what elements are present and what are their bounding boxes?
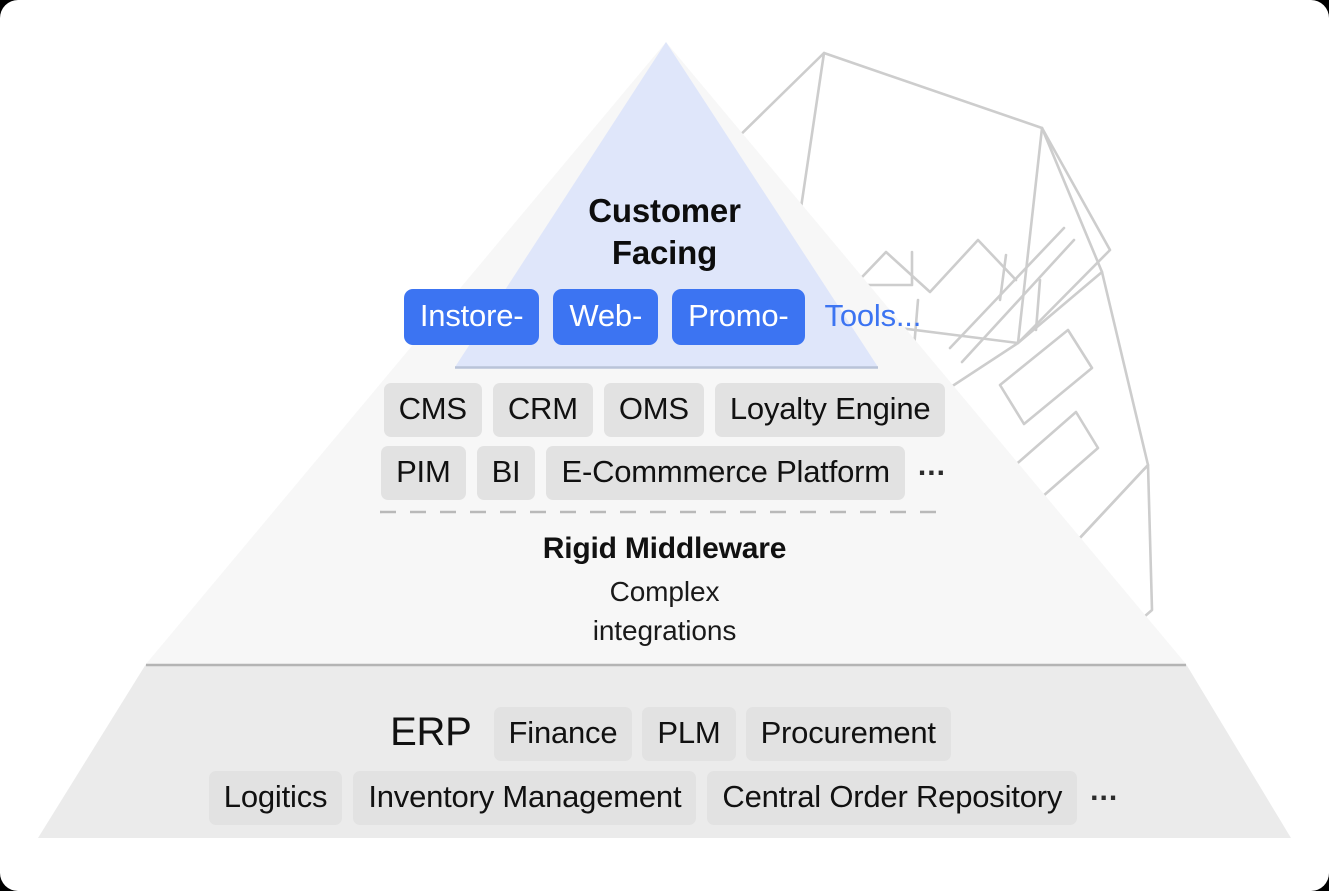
middleware-apps-row-2: PIM BI E-Commmerce Platform ...: [0, 446, 1329, 500]
app-chip-ecommerce-platform[interactable]: E-Commmerce Platform: [546, 446, 905, 500]
middleware-title: Rigid Middleware: [542, 532, 787, 565]
base-systems-row-2: Logitics Inventory Management Central Or…: [0, 771, 1329, 825]
tool-chip-promo[interactable]: Promo-: [672, 289, 805, 345]
app-chip-oms[interactable]: OMS: [603, 383, 704, 437]
middleware-subtitle-line-1: Complex: [609, 575, 720, 607]
app-chip-crm[interactable]: CRM: [492, 383, 593, 437]
app-chip-pim[interactable]: PIM: [381, 446, 466, 500]
app-chip-bi[interactable]: BI: [476, 446, 536, 500]
apex-heading: Customer Facing: [0, 190, 1329, 274]
system-chip-more-ellipsis[interactable]: ...: [1090, 774, 1119, 807]
apex-heading-line-2: Facing: [611, 234, 718, 272]
system-chip-inventory-management[interactable]: Inventory Management: [353, 771, 697, 825]
app-chip-cms[interactable]: CMS: [383, 383, 482, 437]
system-chip-plm[interactable]: PLM: [642, 706, 736, 761]
system-chip-finance[interactable]: Finance: [493, 706, 633, 761]
tool-chip-instore[interactable]: Instore-: [403, 289, 540, 345]
base-systems-row-1: ERP Finance PLM Procurement: [0, 706, 1329, 761]
tool-chip-web[interactable]: Web-: [553, 289, 659, 345]
system-chip-erp[interactable]: ERP: [390, 710, 472, 754]
tool-chip-tools-more[interactable]: Tools...: [824, 298, 922, 333]
middleware-text-block: Rigid Middleware Complex integrations: [0, 530, 1329, 651]
app-chip-loyalty-engine[interactable]: Loyalty Engine: [714, 383, 946, 437]
system-chip-logistics[interactable]: Logitics: [208, 771, 343, 825]
system-chip-procurement[interactable]: Procurement: [745, 706, 951, 761]
middleware-subtitle: Complex integrations: [0, 572, 1329, 652]
customer-facing-tools-row: Instore- Web- Promo- Tools...: [0, 289, 1329, 345]
system-chip-central-order-repository[interactable]: Central Order Repository: [707, 771, 1078, 825]
middleware-apps-row-1: CMS CRM OMS Loyalty Engine: [0, 383, 1329, 437]
app-chip-more-ellipsis[interactable]: ...: [917, 449, 946, 482]
apex-heading-line-1: Customer: [588, 192, 741, 229]
middleware-subtitle-line-2: integrations: [592, 615, 737, 647]
